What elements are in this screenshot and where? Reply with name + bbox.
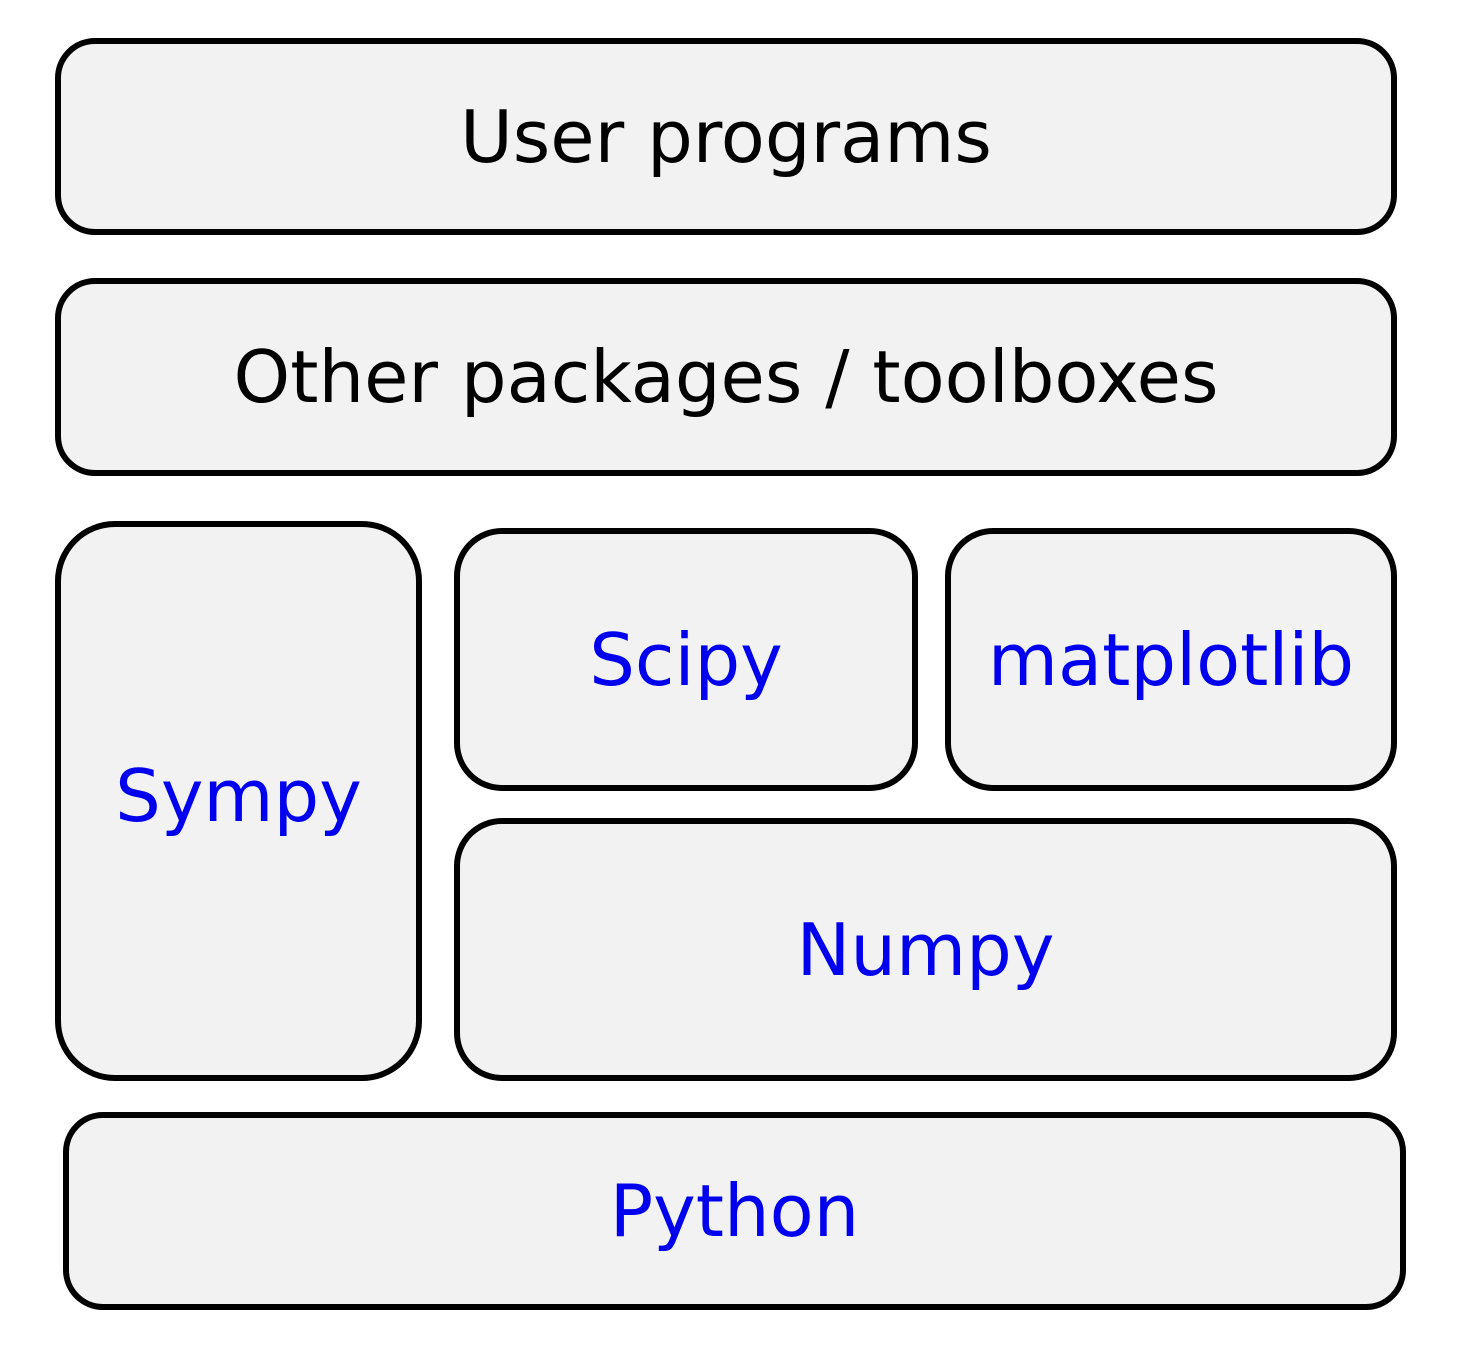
- layer-label-matplotlib[interactable]: matplotlib: [987, 617, 1355, 702]
- layer-matplotlib: matplotlib: [945, 528, 1397, 791]
- layer-label-python[interactable]: Python: [609, 1169, 860, 1253]
- layer-python: Python: [63, 1112, 1406, 1310]
- layer-scipy: Scipy: [454, 528, 918, 791]
- layer-label-sympy[interactable]: Sympy: [115, 754, 362, 838]
- layer-label-other-packages: Other packages / toolboxes: [233, 335, 1219, 419]
- layer-numpy: Numpy: [454, 818, 1397, 1081]
- layer-label-user-programs: User programs: [460, 94, 992, 179]
- layer-user-programs: User programs: [55, 38, 1397, 235]
- layer-sympy: Sympy: [55, 521, 422, 1081]
- layer-other-packages: Other packages / toolboxes: [55, 278, 1397, 476]
- layer-label-numpy[interactable]: Numpy: [796, 907, 1055, 992]
- layer-label-scipy[interactable]: Scipy: [589, 617, 783, 702]
